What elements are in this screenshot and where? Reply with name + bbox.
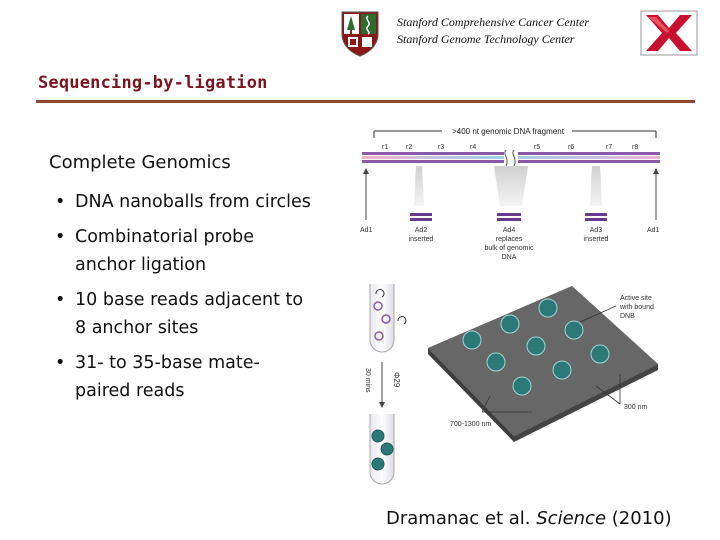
region-label: r6 — [568, 144, 574, 151]
insertion-cone — [494, 166, 528, 206]
adapter-bars — [410, 213, 607, 221]
adapter-label: Ad1 — [647, 227, 660, 234]
bullet-dot: • — [55, 227, 66, 247]
amplification-arrow — [379, 362, 385, 408]
insertion-cone — [590, 166, 602, 206]
citation-authors: Dramanac et al. — [386, 508, 537, 529]
fragment-bracket — [373, 130, 657, 138]
region-label: r3 — [438, 144, 444, 151]
region-label: r8 — [632, 144, 638, 151]
adapter-label: inserted — [409, 236, 434, 243]
citation: Dramanac et al. Science (2010) — [386, 508, 672, 529]
stanford-shield-icon — [338, 8, 382, 58]
citation-journal: Science — [536, 508, 607, 529]
adapter-label: inserted — [584, 236, 609, 243]
adapter-label: Ad1 — [360, 227, 373, 234]
bullet-item: • 31- to 35-base mate- paired reads — [49, 349, 349, 405]
region-label: r2 — [406, 144, 412, 151]
array-nanoballs — [462, 298, 610, 396]
dimension-lines — [481, 374, 621, 413]
fragment-label: >400 nt genomic DNA fragment — [452, 127, 565, 136]
bullet-text-continued: paired reads — [75, 381, 185, 401]
bullet-text: 31- to 35-base mate- — [75, 353, 260, 373]
reaction-tube-nanoballs — [369, 414, 395, 485]
reaction-tube-circles — [369, 284, 407, 353]
bullet-text: DNA nanoballs from circles — [75, 192, 311, 212]
dna-fragment-strand — [362, 149, 660, 167]
adapter-label: bulk of genomic — [484, 245, 534, 252]
header-line-cancer-center: Stanford Comprehensive Cancer Center — [397, 15, 590, 29]
active-site-label: with bound — [619, 304, 654, 311]
header-line-genome-center: Stanford Genome Technology Center — [397, 32, 575, 46]
adapter-side-arrows — [363, 168, 659, 220]
region-label: r1 — [382, 144, 388, 151]
bullet-dot: • — [55, 290, 66, 310]
spacing-label: 300 nm — [624, 404, 648, 411]
time-label: 30 mins — [364, 368, 371, 393]
active-site-label: Active site — [620, 295, 652, 302]
nanoball-array — [428, 286, 658, 442]
region-label: r5 — [534, 144, 540, 151]
region-label: r4 — [470, 144, 476, 151]
slide-title: Sequencing-by-ligation — [38, 73, 268, 93]
insertion-cone — [414, 166, 424, 206]
size-label: 700-1300 nm — [450, 421, 491, 428]
institution-header: Stanford Comprehensive Cancer Center Sta… — [397, 14, 637, 48]
dna-nanoball-figure: >400 nt genomic DNA fragment r1 r2 r3 r4… — [358, 116, 678, 496]
citation-year: (2010) — [606, 508, 672, 529]
bullet-list: • DNA nanoballs from circles • Combinato… — [49, 188, 349, 412]
bullet-text: Combinatorial probe — [75, 227, 255, 247]
phi29-label: Φ29 — [392, 372, 401, 388]
adapter-label: Ad2 — [415, 227, 428, 234]
adapter-label: replaces — [496, 236, 523, 243]
sgtc-x-logo-icon — [640, 10, 698, 56]
bullet-item: • Combinatorial probe anchor ligation — [49, 223, 349, 279]
active-site-label: DNB — [620, 313, 635, 320]
adapter-label: DNA — [502, 254, 517, 261]
bullet-item: • 10 base reads adjacent to 8 anchor sit… — [49, 286, 349, 342]
bullet-text-continued: anchor ligation — [75, 255, 207, 275]
bullet-dot: • — [55, 192, 66, 212]
region-label: r7 — [606, 144, 612, 151]
bullet-text: 10 base reads adjacent to — [75, 290, 304, 310]
adapter-label: Ad4 — [503, 227, 516, 234]
bullet-text-continued: 8 anchor sites — [75, 318, 199, 338]
slide-subtitle: Complete Genomics — [49, 152, 231, 173]
active-site-leader — [579, 305, 617, 323]
adapter-label: Ad3 — [590, 227, 603, 234]
title-divider — [36, 100, 695, 103]
bullet-dot: • — [55, 353, 66, 373]
bullet-item: • DNA nanoballs from circles — [49, 188, 349, 216]
